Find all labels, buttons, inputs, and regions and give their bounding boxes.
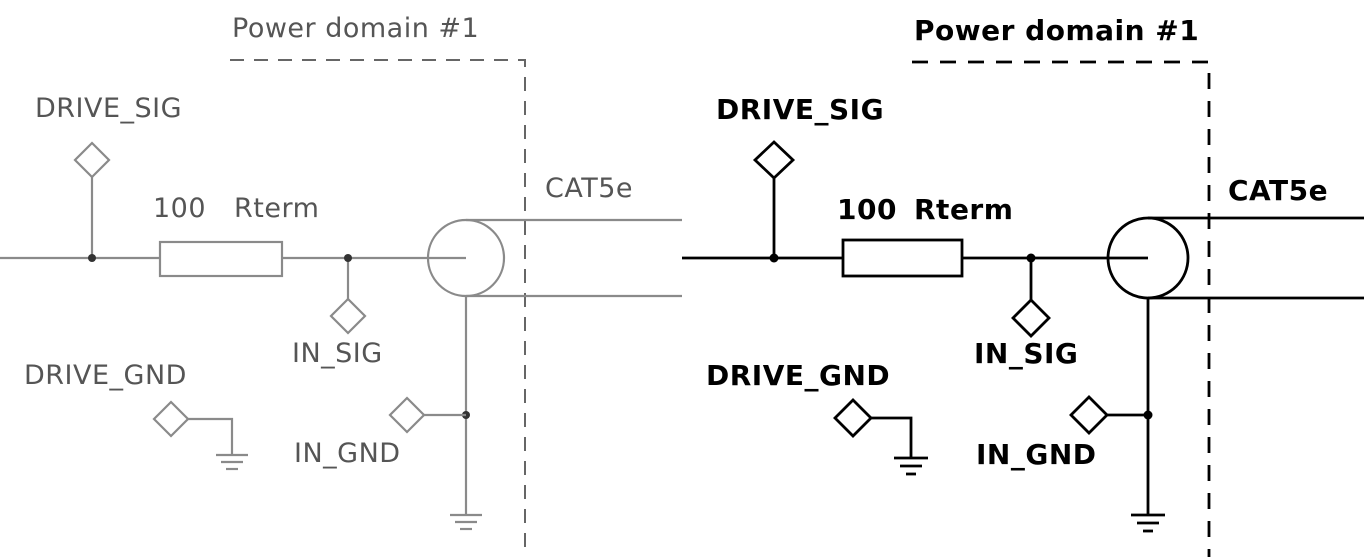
- resistor-name-label: Rterm: [914, 193, 1014, 226]
- schematic-drawing: [682, 60, 1364, 557]
- drive-sig-label: DRIVE_SIG: [35, 93, 183, 124]
- resistor-name-label: Rterm: [234, 193, 320, 224]
- drive-gnd-label: DRIVE_GND: [706, 359, 891, 392]
- drive-sig-label: DRIVE_SIG: [716, 93, 885, 126]
- power-domain-label: Power domain #1: [914, 14, 1200, 47]
- in-gnd-label: IN_GND: [976, 438, 1097, 471]
- in-sig-label: IN_SIG: [974, 337, 1079, 370]
- power-domain-label: Power domain #1: [232, 13, 480, 44]
- ground-symbol: [1131, 513, 1165, 533]
- drive-gnd-stub: [188, 417, 234, 455]
- schematic-panel-enhanced: Power domain #1 DRIVE_SIG 100 Rterm CAT5…: [682, 0, 1364, 557]
- resistor-value-label: 100: [153, 193, 207, 224]
- drive-gnd-port: [152, 400, 190, 438]
- drive-sig-port: [752, 140, 796, 180]
- junction-dot: [344, 254, 352, 262]
- in-gnd-port: [1069, 395, 1109, 435]
- ground-symbol: [450, 513, 482, 531]
- ground-symbol: [216, 453, 248, 471]
- cable-label: CAT5e: [1228, 174, 1329, 207]
- in-sig-port: [329, 297, 367, 335]
- resistor-value-label: 100: [837, 193, 897, 226]
- schematic-panel-original: Power domain #1 DRIVE_SIG 100 Rterm CAT5…: [0, 13, 682, 557]
- drive-sig-port: [73, 141, 111, 179]
- in-sig-port: [1011, 298, 1051, 338]
- junction-dot: [88, 254, 96, 262]
- junction-dot: [769, 253, 779, 263]
- resistor-rterm: [841, 238, 964, 278]
- in-gnd-label: IN_GND: [294, 438, 401, 469]
- cable-label: CAT5e: [545, 173, 634, 204]
- ground-symbol: [894, 456, 928, 476]
- junction-dot: [1026, 253, 1036, 263]
- drive-gnd-stub: [871, 416, 913, 458]
- power-domain-boundary: [230, 59, 526, 557]
- resistor-rterm: [158, 240, 284, 278]
- drive-gnd-port: [833, 398, 873, 438]
- in-sig-label: IN_SIG: [292, 338, 383, 369]
- power-domain-boundary: [912, 60, 1211, 557]
- schematic-drawing: [0, 59, 682, 557]
- in-gnd-port: [388, 396, 426, 434]
- drive-gnd-label: DRIVE_GND: [24, 360, 187, 391]
